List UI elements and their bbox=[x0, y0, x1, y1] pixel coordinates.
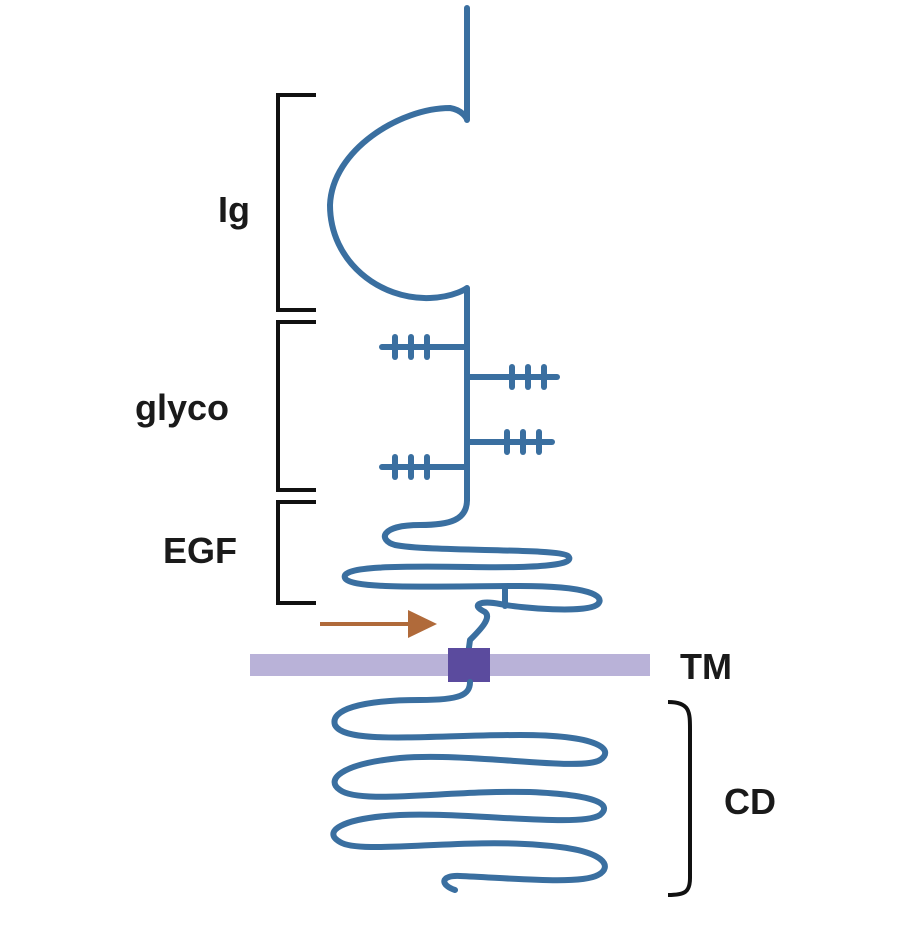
label-cd: CD bbox=[724, 781, 776, 822]
cleavage-arrow-icon bbox=[320, 610, 437, 638]
label-glyco: glyco bbox=[135, 387, 229, 428]
label-tm: TM bbox=[680, 646, 732, 687]
cytoplasmic-domain-coils bbox=[330, 679, 608, 893]
ig-domain-loop bbox=[327, 5, 470, 503]
bracket-cd bbox=[667, 700, 692, 897]
bracket-ig bbox=[276, 93, 316, 312]
egf-domain-coils bbox=[341, 497, 603, 658]
transmembrane-segment bbox=[448, 648, 490, 682]
bracket-glyco bbox=[276, 320, 316, 492]
bracket-egf bbox=[276, 500, 316, 605]
label-egf: EGF bbox=[163, 530, 237, 571]
glycosylation-sites bbox=[379, 334, 560, 480]
label-ig: Ig bbox=[218, 189, 250, 230]
